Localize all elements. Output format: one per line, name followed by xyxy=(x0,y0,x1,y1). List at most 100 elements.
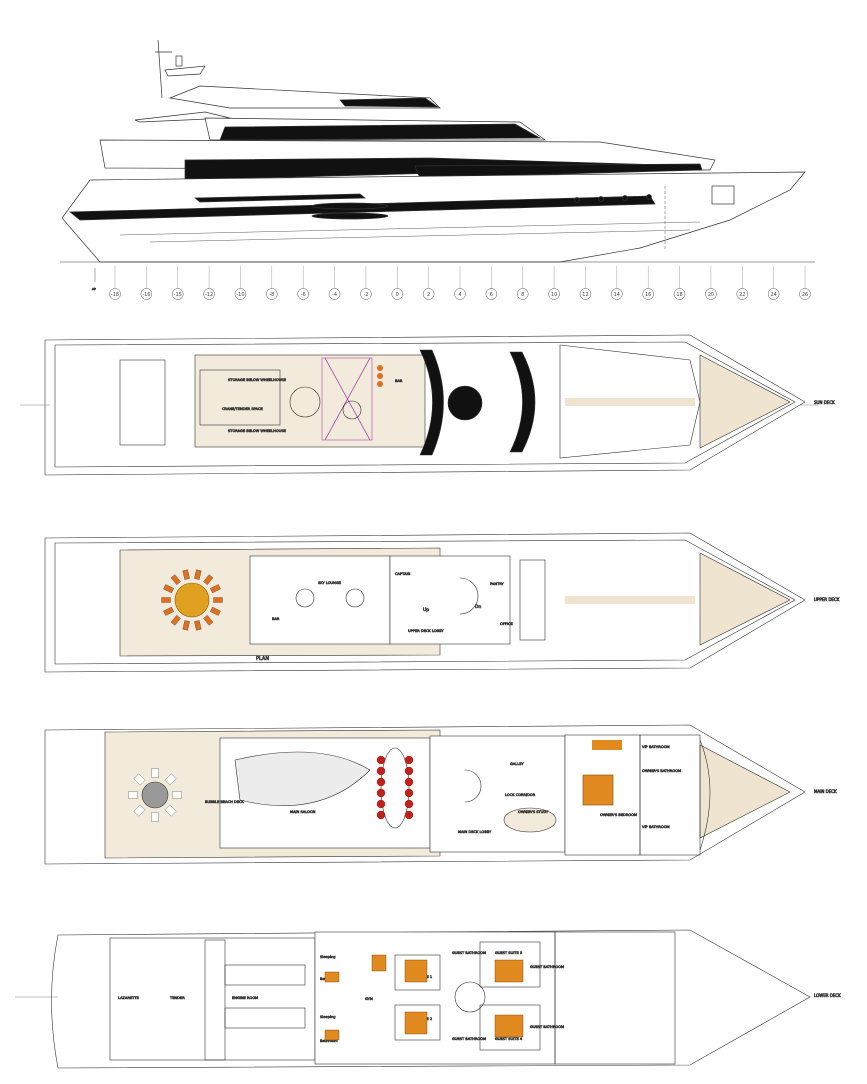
frame-marker xyxy=(360,288,372,300)
guest-suite-2-room xyxy=(394,1004,441,1041)
chair xyxy=(194,620,202,631)
lower-deck-label: Sleeping xyxy=(320,1015,336,1019)
guest-suite-3-room xyxy=(479,941,541,988)
sun-deck-center-walk xyxy=(565,398,695,406)
lower-deck-label: TENDER xyxy=(169,996,185,1000)
frame-number-label: -16 xyxy=(142,292,150,298)
dining-chair xyxy=(376,755,386,765)
frame-marker xyxy=(485,288,498,300)
frame-number-label: -18 xyxy=(111,292,119,298)
main-deck-label: GALLEY xyxy=(510,762,525,766)
frame-marker xyxy=(328,288,341,300)
sun-deck-label: BAR xyxy=(395,379,403,383)
radar-dome xyxy=(175,55,183,67)
sky-lounge-table-2 xyxy=(345,588,365,608)
frame-marker xyxy=(705,288,717,300)
main-dining-table xyxy=(380,747,410,829)
frame-marker xyxy=(266,288,278,300)
frame-marker xyxy=(767,288,780,300)
chair xyxy=(161,597,171,603)
lower-deck-label: GUEST BATHROOM xyxy=(530,965,564,969)
frame-marker xyxy=(297,288,309,300)
frame-marker xyxy=(799,288,811,300)
sun-deck-label: CRANE/TENDER SPACE xyxy=(222,407,263,411)
frame-marker xyxy=(171,288,184,300)
main-deck-label: BUBBLE BEACH DECK xyxy=(205,800,244,804)
owners-sofa xyxy=(592,740,622,750)
lower-deck-label: GUEST BATHROOM xyxy=(452,951,486,955)
main-deck-spiral-stair xyxy=(464,769,482,803)
frame-marker xyxy=(642,288,654,300)
chair xyxy=(170,574,181,585)
dining-chair xyxy=(404,766,414,776)
sun-deck-label: STORAGE BELOW WHEELHOUSE xyxy=(228,378,287,382)
frame-number-label: 22 xyxy=(739,292,745,298)
aft-main-deck-table xyxy=(141,781,169,809)
frame-marker xyxy=(203,288,215,300)
bed xyxy=(371,954,387,972)
frame-number-label: 18 xyxy=(676,292,682,298)
frame-number-label: 8 xyxy=(521,292,524,298)
tender-bay xyxy=(204,939,226,1061)
dining-chair xyxy=(376,766,386,776)
upper-deck-lobby-area xyxy=(389,555,511,645)
chair xyxy=(213,597,223,603)
upper-deck-bow-teak xyxy=(699,552,791,646)
upper-deck-center-walk xyxy=(565,596,695,604)
frame-number-label: 16 xyxy=(645,292,651,298)
chair xyxy=(151,768,159,778)
dining-chair xyxy=(404,799,414,809)
chair xyxy=(203,574,214,585)
sky-lounge xyxy=(249,555,391,645)
hull-window-oval-2 xyxy=(311,212,389,220)
owners-suite xyxy=(564,734,641,856)
bed xyxy=(494,1014,524,1038)
stair-down-label: Dn xyxy=(475,604,481,610)
bar-stool xyxy=(377,365,383,371)
frame-marker xyxy=(516,288,529,300)
chair xyxy=(172,791,182,799)
frame-number-label: -10 xyxy=(236,292,244,298)
main-deck-label: LOCK CORRIDOR xyxy=(505,793,536,797)
sun-deck-storage xyxy=(199,369,281,426)
frame-number-label: 10 xyxy=(551,292,557,298)
frame-number-label: 12 xyxy=(582,292,588,298)
sun-deck-arch-right xyxy=(509,351,536,453)
lower-deck-label: GUEST BATHROOM xyxy=(452,1037,486,1041)
bar-stool xyxy=(377,373,383,379)
frame-marker xyxy=(391,288,404,300)
dining-chair xyxy=(376,810,386,820)
main-deck-label: MAIN SALOON xyxy=(290,810,316,814)
bed xyxy=(404,1011,428,1035)
dining-chair xyxy=(404,777,414,787)
sun-deck-arch-left xyxy=(419,349,444,456)
chair xyxy=(170,615,181,626)
main-deck-label: MAIN DECK LOBBY xyxy=(458,830,492,834)
frame-marker xyxy=(579,288,592,300)
frame-number-label: -15 xyxy=(174,292,182,298)
upper-deck-foredeck-box xyxy=(519,559,546,641)
lower-deck-label: GUEST BATHROOM xyxy=(530,1025,564,1029)
chair xyxy=(163,606,174,616)
upper-deck-label: PANTRY xyxy=(490,582,505,586)
upper-deck-tag: UPPER DECK xyxy=(814,597,840,602)
hull-outline xyxy=(61,171,806,263)
hardtop-window xyxy=(339,97,440,108)
owners-bed xyxy=(582,774,614,806)
chair xyxy=(182,620,190,631)
dining-chair xyxy=(404,755,414,765)
chine-line-2 xyxy=(149,229,691,243)
mast-line xyxy=(157,39,163,99)
plan-label: PLAN xyxy=(256,656,269,662)
lower-deck-label: Bathroom xyxy=(320,1039,338,1043)
chair xyxy=(194,569,202,580)
upper-deck-label: CAPTAIN xyxy=(395,572,411,576)
bed xyxy=(494,959,524,983)
frame-number-label: 4 xyxy=(458,292,461,298)
frame-marker xyxy=(234,288,247,300)
bed xyxy=(404,959,428,983)
main-deck-chairs xyxy=(128,755,414,822)
main-deck-lobby-island xyxy=(503,807,557,833)
upper-window-band-fwd xyxy=(414,163,703,179)
